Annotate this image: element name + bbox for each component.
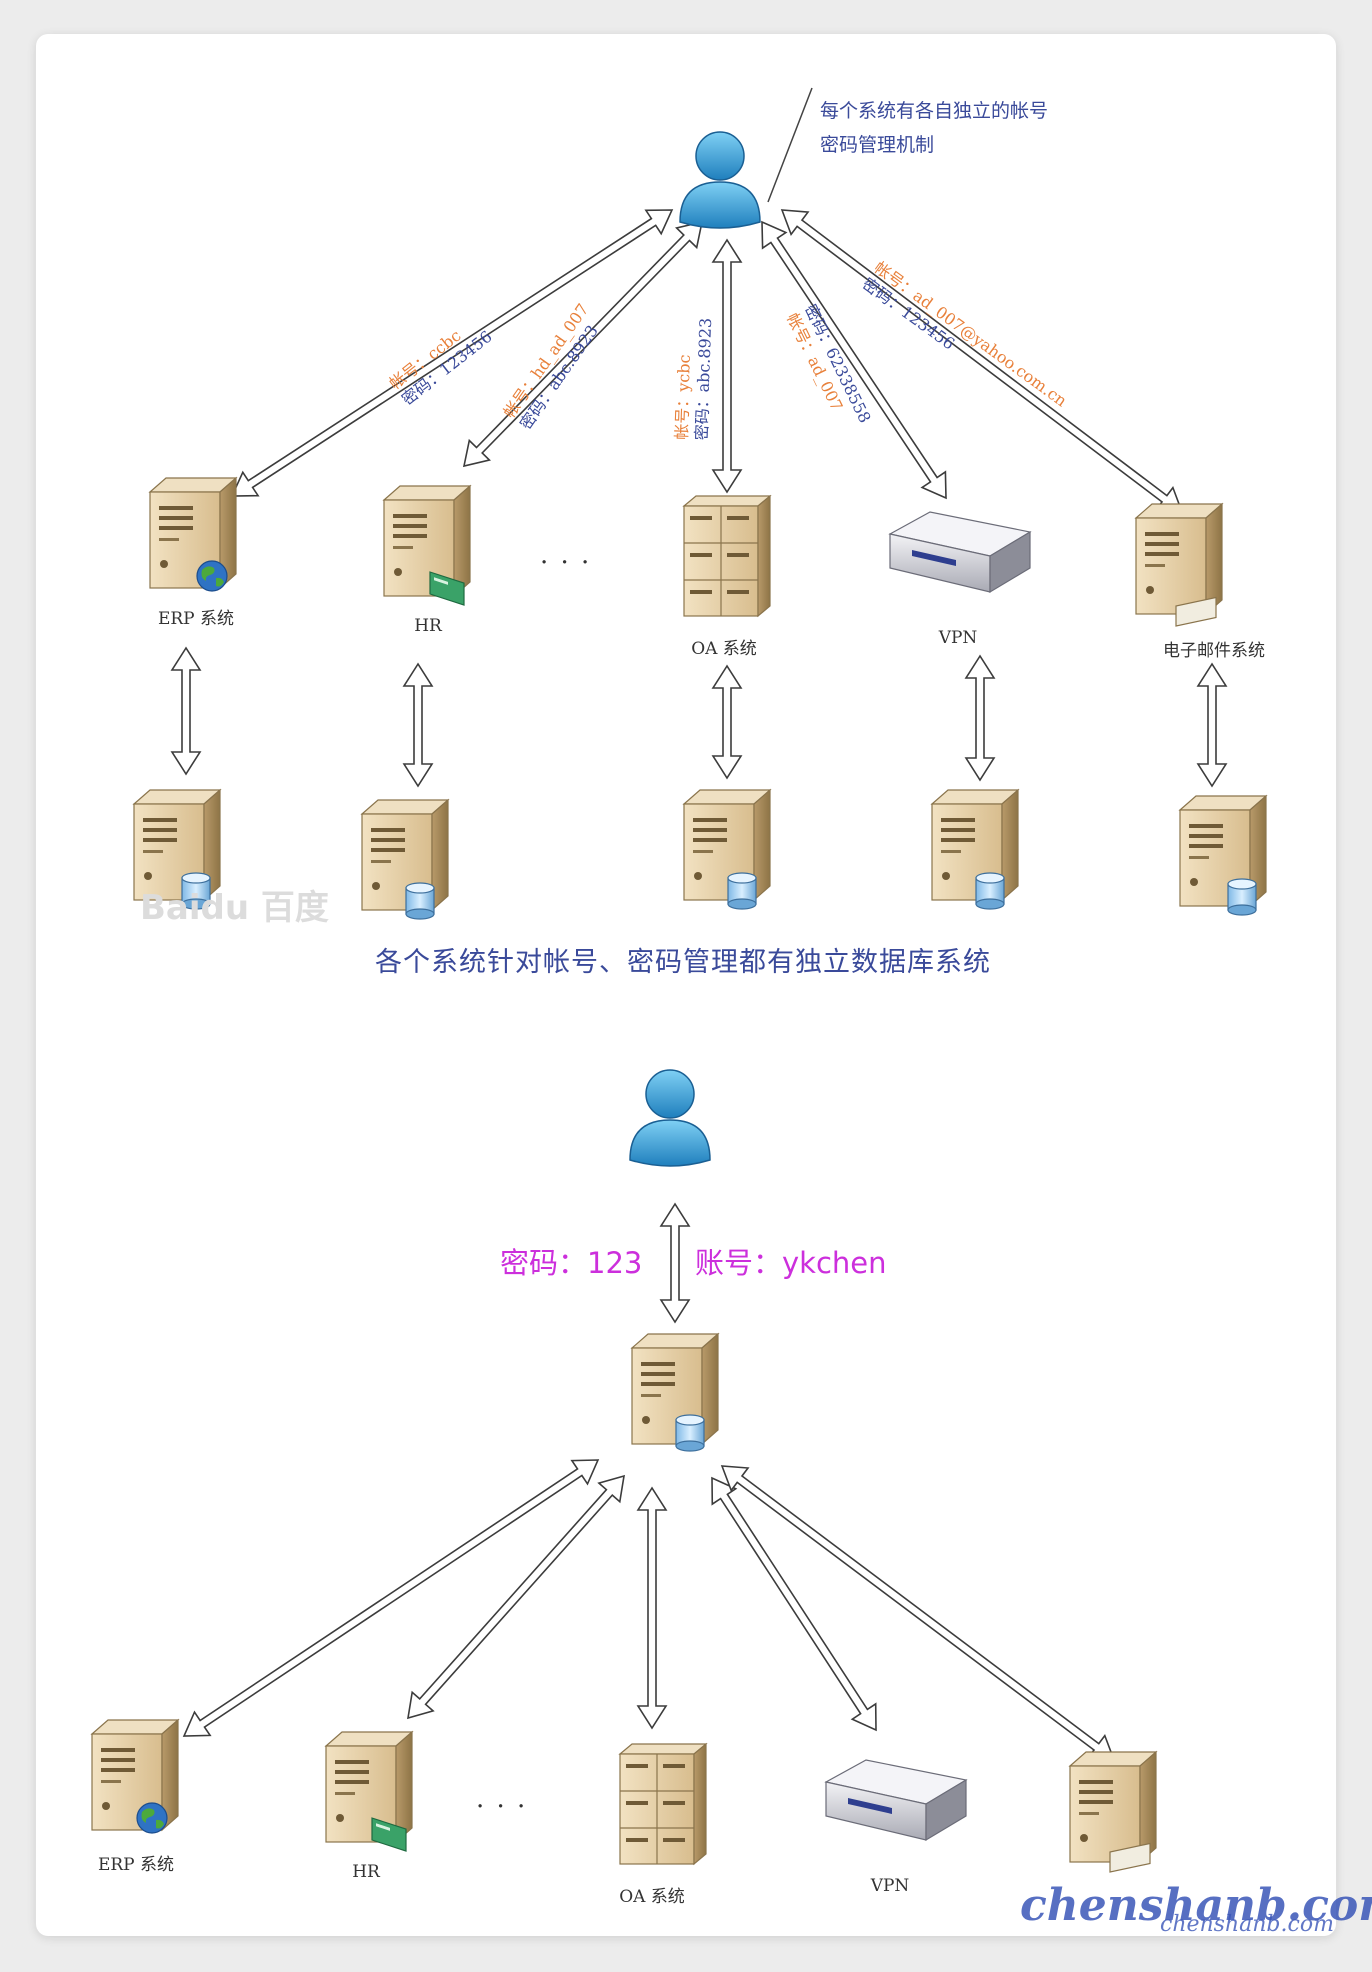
note-line: 每个系统有各自独立的帐号 xyxy=(820,100,1049,122)
top-caption: 各个系统针对帐号、密码管理都有独立数据库系统 xyxy=(375,947,991,978)
hr-server-icon xyxy=(383,485,471,606)
arrow-oa-db xyxy=(711,664,743,780)
bottom-erp-system-label: ERP 系统 xyxy=(97,1855,175,1875)
mail-system-label: 电子邮件系统 xyxy=(1163,641,1265,661)
arrow-central-vpn xyxy=(711,1476,877,1732)
oa-rack-icon xyxy=(683,495,771,617)
arrow-central-erp xyxy=(182,1459,600,1737)
top-note: 每个系统有各自独立的帐号 密码管理机制 xyxy=(820,94,1048,162)
arrow-central-hr xyxy=(407,1474,625,1720)
connection-arrows xyxy=(170,209,1228,1761)
arrow-user-vpn xyxy=(761,220,947,500)
site-watermark-sub: chenshanb.com xyxy=(1160,1912,1334,1937)
arrow-central-oa xyxy=(636,1486,668,1730)
top-user-icon xyxy=(679,131,761,229)
password-label: 密码：123 xyxy=(500,1246,643,1280)
hr-db-server-icon xyxy=(361,799,449,920)
note-callout-line xyxy=(767,87,813,203)
oa-system-label: OA 系统 xyxy=(691,639,757,659)
site-watermark: chenshanb.com xyxy=(1020,1880,1372,1931)
bottom-vpn-system-label: VPN xyxy=(870,1876,910,1896)
note-line: 密码管理机制 xyxy=(820,134,935,156)
bottom-hr-server-icon xyxy=(325,1731,413,1852)
central-auth-server-icon xyxy=(631,1333,719,1452)
bottom-user-icon xyxy=(629,1069,711,1167)
bottom-hr-system-label: HR xyxy=(352,1862,380,1882)
vpn-system-label: VPN xyxy=(938,628,978,648)
bottom-ellipsis: · · · xyxy=(476,1792,528,1822)
account-label: 账号：ykchen xyxy=(695,1246,887,1280)
diagram-card xyxy=(36,34,1336,1936)
bottom-oa-rack-icon xyxy=(619,1743,707,1865)
bottom-oa-system-label: OA 系统 xyxy=(619,1887,685,1907)
bottom-mail-server-icon xyxy=(1069,1751,1157,1873)
arrow-erp-db xyxy=(170,646,202,776)
arrow-central-mail xyxy=(720,1465,1116,1761)
erp-server-icon xyxy=(149,477,237,592)
arrow-user-oa xyxy=(711,238,743,494)
arrow-vpn-db xyxy=(964,654,996,782)
arrow-mail-db xyxy=(1196,662,1228,788)
baidu-watermark: Baidu 百度 xyxy=(140,888,329,928)
bottom-vpn-device-icon xyxy=(825,1759,967,1841)
mail-server-icon xyxy=(1135,503,1223,627)
erp-system-label: ERP 系统 xyxy=(157,609,235,629)
hr-system-label: HR xyxy=(414,616,442,636)
arrow-user-central xyxy=(659,1202,691,1324)
arrow-hr-db xyxy=(402,662,434,788)
vpn-db-server-icon xyxy=(931,789,1019,910)
mail-db-server-icon xyxy=(1179,795,1267,916)
bottom-erp-server-icon xyxy=(91,1719,179,1834)
arrow-user-hr xyxy=(462,220,704,468)
ellipsis: · · · xyxy=(540,548,592,578)
oa-db-server-icon xyxy=(683,789,771,910)
vpn-device-icon xyxy=(889,511,1031,593)
